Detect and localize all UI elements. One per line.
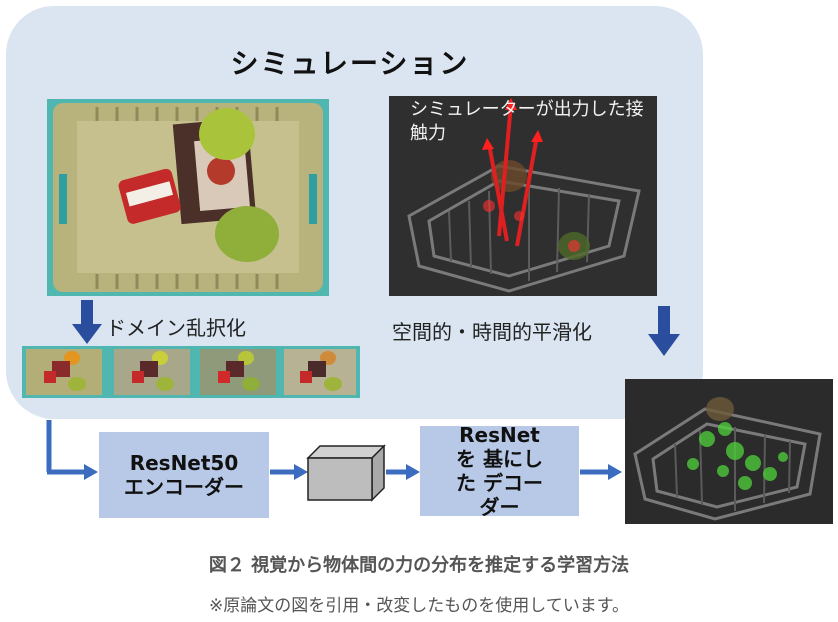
down-arrow-icon (648, 306, 680, 356)
force-overlay-label: シミュレーターが出力した接触力 (410, 99, 644, 144)
simulation-title: シミュレーション (230, 47, 470, 80)
contact-force-image (389, 96, 657, 296)
smoothing-label: 空間的・時間的平滑化 (392, 320, 592, 344)
smoothed-force-image (625, 379, 833, 524)
domain-randomization-label: ドメイン乱択化 (106, 316, 246, 340)
decoder-box: ResNetを 基にした デコーダー (420, 423, 579, 519)
encoder-label: ResNet50 エンコーダー (124, 451, 244, 499)
randomized-images-strip (22, 346, 360, 398)
latent-cube-icon (306, 444, 386, 502)
down-arrow-icon (72, 300, 102, 344)
decoder-label: ResNetを 基にした デコーダー (456, 423, 543, 519)
citation-note: ※原論文の図を引用・改変したものを使用しています。 (208, 596, 630, 616)
encoder-box: ResNet50 エンコーダー (99, 432, 269, 518)
simulated-basket-image (47, 99, 329, 296)
figure-caption: 図２ 視覚から物体間の力の分布を推定する学習方法 (208, 555, 630, 576)
